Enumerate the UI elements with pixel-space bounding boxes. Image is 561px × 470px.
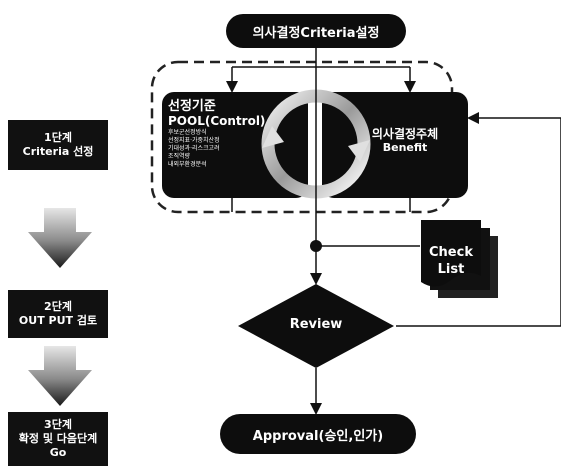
step-1-box: 1단계 Criteria 선정 [8, 120, 108, 170]
pool-detail: 기대성과·리스크고려 [168, 144, 220, 152]
pool-detail: 내외부환경분석 [168, 160, 207, 168]
step-2-number: 2단계 [44, 300, 72, 313]
step-down-arrow [28, 208, 92, 268]
approval-pill: Approval(승인,인가) [220, 414, 416, 454]
step-3-number: 3단계 [44, 418, 72, 431]
checklist-document [421, 220, 498, 298]
decision-body-text: 의사결정주체 Benefit [350, 127, 460, 154]
step-2-box: 2단계 OUT PUT 검토 [8, 290, 108, 338]
criteria-setting-pill: 의사결정Criteria설정 [226, 14, 406, 48]
decision-body-title: 의사결정주체 [371, 127, 439, 141]
cycle-ring-arrow [348, 140, 370, 162]
step-3-text: 확정 및 다음단계 [18, 432, 98, 445]
step-1-number: 1단계 [44, 131, 72, 144]
approval-label: Approval(승인,인가) [252, 428, 384, 444]
review-diamond [238, 284, 394, 368]
cycle-ring-arrow [262, 126, 284, 148]
checklist-line2: List [437, 262, 465, 277]
junction-dot [310, 240, 322, 252]
decision-body-subtitle: Benefit [382, 140, 428, 154]
step-2-text: OUT PUT 검토 [18, 314, 98, 327]
review-label: Review [289, 317, 343, 332]
pool-text: 선정기준 POOL(Control) 후보군선정방식 선정지표·가중치산정 기대… [168, 99, 278, 169]
step-3-box: 3단계 확정 및 다음단계 Go [8, 412, 108, 466]
criteria-setting-label: 의사결정Criteria설정 [252, 25, 380, 41]
checklist-line1: Check [429, 245, 473, 260]
pool-subtitle: POOL(Control) [168, 113, 266, 128]
pool-detail: 선정지표·가중치산정 [168, 136, 220, 144]
checklist-label: Check List [421, 244, 481, 278]
pool-detail: 조직역량 [168, 152, 191, 160]
step-down-arrow [28, 346, 92, 406]
pool-title: 선정기준 [168, 99, 216, 114]
step-3-go: Go [49, 446, 67, 459]
step-1-text: Criteria 선정 [22, 145, 94, 158]
pool-detail: 후보군선정방식 [168, 128, 207, 136]
